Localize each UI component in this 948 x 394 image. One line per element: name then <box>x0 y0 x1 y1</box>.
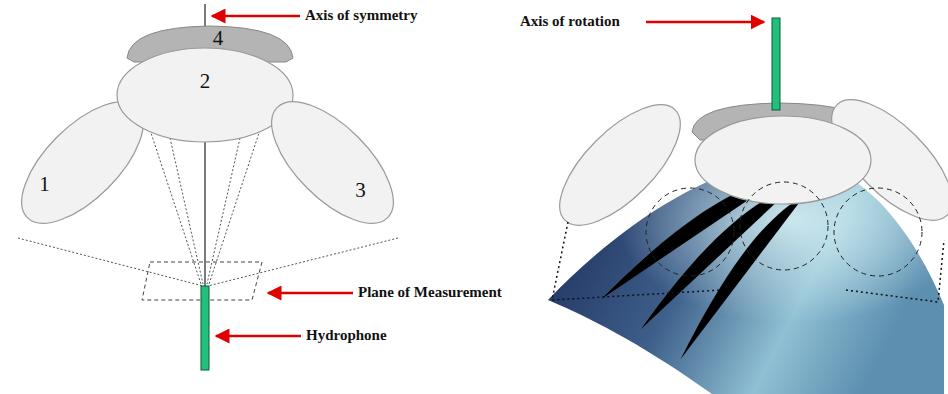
part-label: Hydrophone <box>306 327 387 344</box>
element-face <box>252 82 413 243</box>
transducer-element <box>695 116 871 204</box>
ellipse-outline <box>255 85 410 240</box>
transducer-element: 3 <box>255 85 410 240</box>
axis-label: Axis of rotation <box>520 13 620 30</box>
rotation-axis <box>772 18 780 110</box>
plane-label: Plane of Measurement <box>358 284 502 301</box>
pointer-arrow <box>212 15 300 18</box>
pointer-arrow <box>646 21 764 24</box>
callout-number: 3 <box>355 180 366 201</box>
pointer-arrow <box>216 335 301 338</box>
callout-number: 2 <box>200 71 211 92</box>
pointer-arrow <box>268 292 353 295</box>
axis-label: Axis of symmetry <box>305 7 417 24</box>
transducer-element <box>541 86 699 244</box>
element-face <box>117 48 293 142</box>
band-face <box>127 26 293 62</box>
beam-footprints <box>646 182 922 276</box>
beam-lines <box>552 222 944 302</box>
callout-number: 4 <box>213 28 224 49</box>
callout-number: 1 <box>39 174 50 195</box>
transducer-element: 2 <box>116 47 294 143</box>
ellipse-outline <box>116 47 294 143</box>
hydrophone <box>201 286 209 370</box>
